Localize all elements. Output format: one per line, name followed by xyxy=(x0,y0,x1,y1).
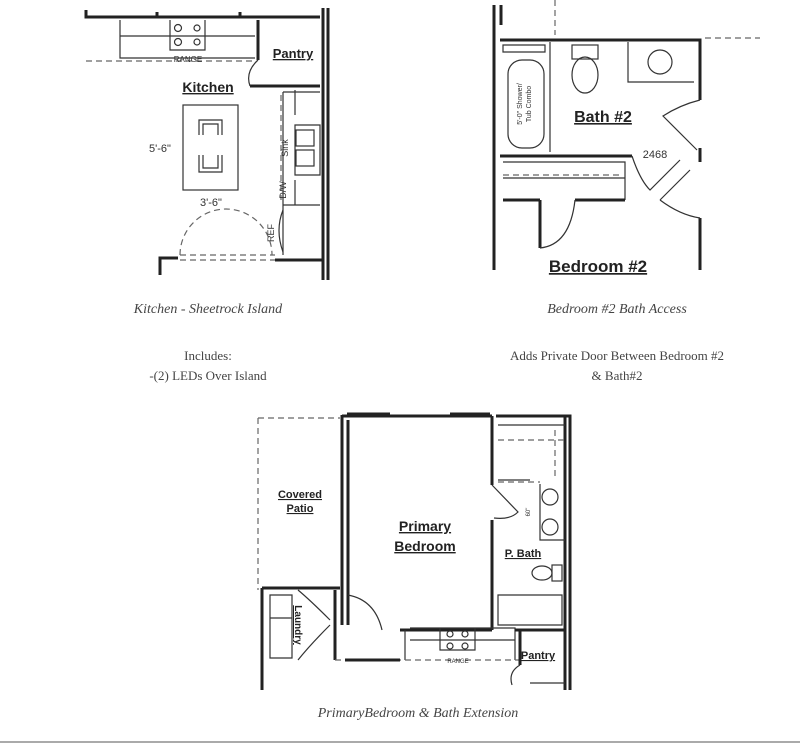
door-size-label: 2468 xyxy=(643,149,667,161)
laundry-label: Laundry xyxy=(292,605,303,645)
kitchen-label: Kitchen xyxy=(182,79,233,95)
primary-caption: PrimaryBedroom & Bath Extension xyxy=(317,706,519,721)
primary-bedroom-plan: Covered Patio Primary Bedroom P. Bath Pa… xyxy=(257,412,572,690)
sink-label: Sink xyxy=(280,139,290,157)
pantry-label: Pantry xyxy=(273,46,314,61)
vanity-label: 60" xyxy=(526,508,532,517)
primary-range-label: RANGE xyxy=(447,659,468,665)
patio-label-line2: Patio xyxy=(287,503,314,515)
island-width-label: 3'-6" xyxy=(200,197,222,209)
tub-label-line2: Tub Combo xyxy=(526,86,533,122)
tub-label-line1: 5'-0" Shower/ xyxy=(517,83,524,125)
primary-bedroom-label-line1: Primary xyxy=(399,518,451,534)
kitchen-caption: Kitchen - Sheetrock Island xyxy=(133,302,283,317)
bedroom2-notes: Adds Private Door Between Bedroom #2 & B… xyxy=(467,346,767,386)
primary-bath-label: P. Bath xyxy=(505,548,542,560)
primary-bedroom-label-line2: Bedroom xyxy=(394,538,455,554)
patio-label-line1: Covered xyxy=(278,489,322,501)
dw-label: D/W xyxy=(278,181,288,199)
kitchen-notes: Includes: -(2) LEDs Over Island xyxy=(108,346,308,386)
bath2-label: Bath #2 xyxy=(574,109,632,126)
primary-pantry-label: Pantry xyxy=(521,650,556,662)
bedroom2-caption: Bedroom #2 Bath Access xyxy=(547,302,687,317)
bedroom2-note: & Bath#2 xyxy=(591,368,643,383)
ref-label: REF xyxy=(266,223,276,242)
kitchen-note: Includes: xyxy=(184,348,232,363)
island-height-label: 5'-6" xyxy=(149,143,171,155)
bedroom2-label: Bedroom #2 xyxy=(549,257,647,276)
range-label: RANGE xyxy=(174,55,202,64)
kitchen-note: -(2) LEDs Over Island xyxy=(149,368,267,383)
kitchen-plan: Kitchen Pantry RANGE 5'-6" 3'-6" Sink D/… xyxy=(84,8,330,280)
bedroom2-note: Adds Private Door Between Bedroom #2 xyxy=(509,348,725,363)
bedroom2-bath-plan: Bath #2 Bedroom #2 2468 5'-0" Shower/ Tu… xyxy=(492,0,760,276)
